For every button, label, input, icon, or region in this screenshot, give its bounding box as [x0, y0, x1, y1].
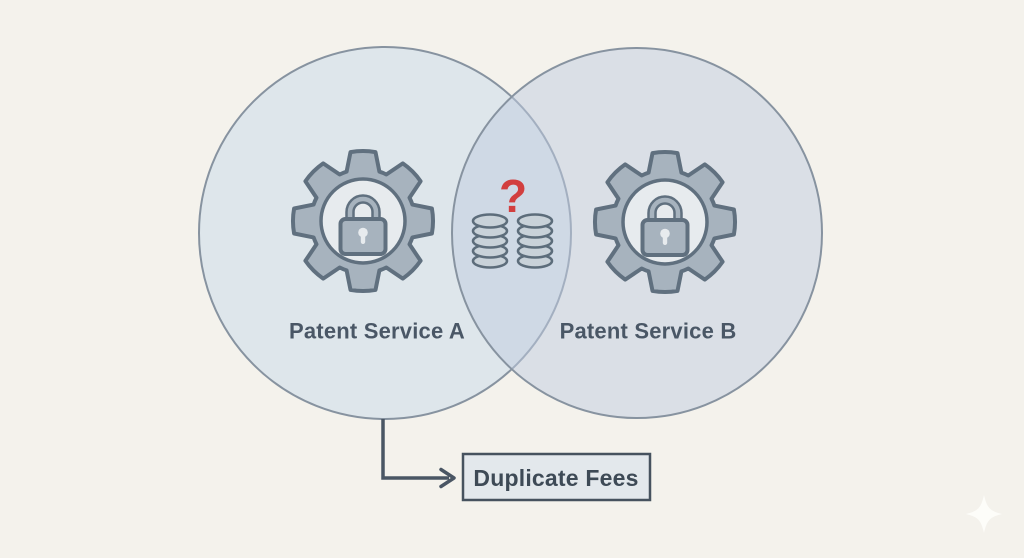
arrow-head-icon	[439, 467, 456, 489]
service-a-label: Patent Service A	[289, 319, 465, 344]
question-mark: ?	[499, 170, 527, 222]
arrow-connector	[381, 419, 449, 480]
gear-lock-icon-b	[592, 149, 738, 295]
sparkle-icon	[966, 495, 1002, 533]
service-b-label: Patent Service B	[560, 319, 737, 344]
duplicate-fees-label: Duplicate Fees	[473, 465, 638, 491]
coin-stack-icon-left	[471, 213, 509, 269]
duplicate-fees-box	[461, 452, 652, 502]
gear-lock-icon-a	[290, 148, 436, 294]
padlock-icon	[338, 194, 388, 256]
padlock-icon	[640, 195, 690, 257]
coin-stack-icon-right	[516, 213, 554, 269]
